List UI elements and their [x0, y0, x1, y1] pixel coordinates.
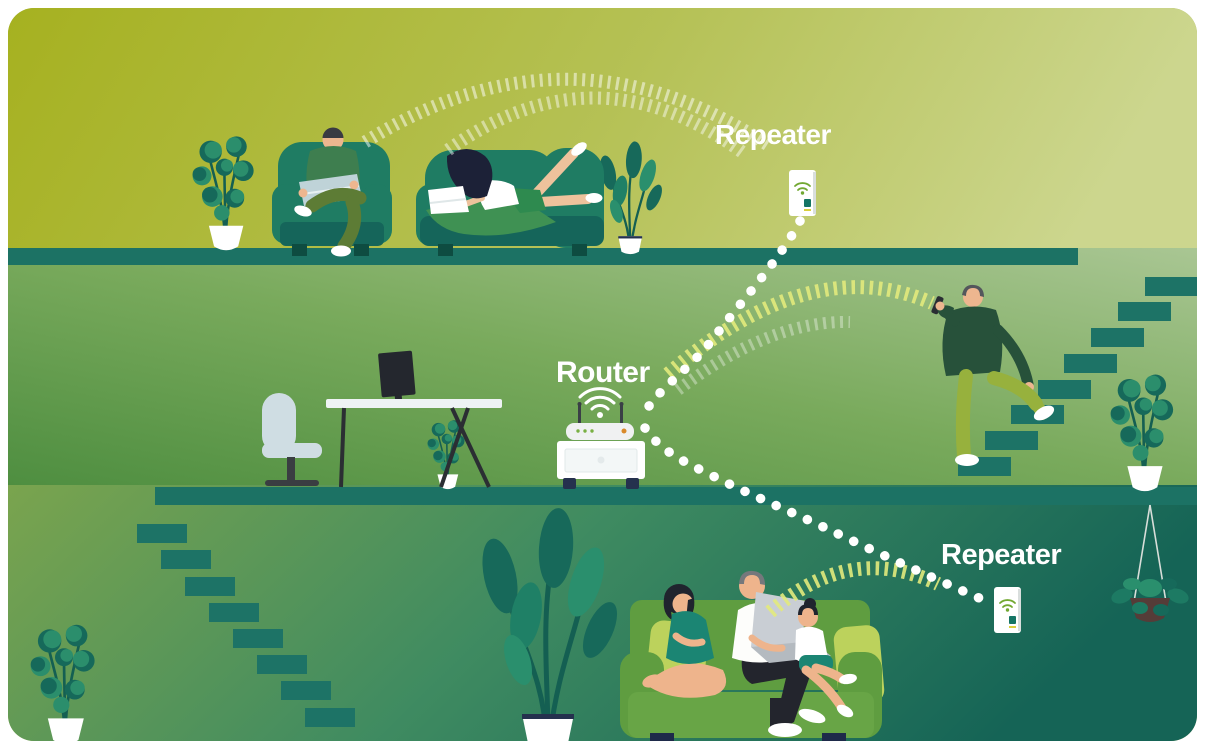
person-mother — [642, 584, 727, 698]
person-woman-couch — [428, 142, 603, 214]
person-daughter — [795, 598, 857, 718]
signal-arc-top-inner — [444, 91, 746, 158]
top-floor-divider — [8, 248, 1078, 265]
person-man-stairs — [931, 284, 1055, 466]
stairs-down — [137, 524, 355, 727]
signal-arc-top-outer — [361, 72, 772, 151]
router-cabinet — [557, 441, 645, 489]
router-label: Router — [556, 356, 650, 389]
person-man-armchair — [294, 127, 367, 257]
signal-arc-middle-white — [674, 315, 851, 395]
dots-router-to-repeater — [640, 423, 991, 606]
repeater-bottom-device — [993, 586, 1022, 634]
middle-floor-divider — [155, 487, 1197, 505]
repeater-bottom-label: Repeater — [941, 539, 1062, 571]
office-chair — [262, 393, 322, 486]
router-device — [566, 387, 634, 440]
desk — [326, 350, 502, 488]
repeater-top-label: Repeater — [715, 119, 831, 150]
signal-arc-bottom — [765, 561, 942, 618]
wifi-icon — [578, 387, 622, 411]
home-wifi-illustration — [8, 8, 1197, 741]
dots-repeater-to-router — [636, 216, 805, 425]
hanging-plant — [1111, 504, 1189, 622]
connection-dots — [636, 216, 991, 606]
repeater-top-device — [788, 169, 817, 217]
illustration-canvas: Repeater Router Repeater — [8, 8, 1197, 741]
